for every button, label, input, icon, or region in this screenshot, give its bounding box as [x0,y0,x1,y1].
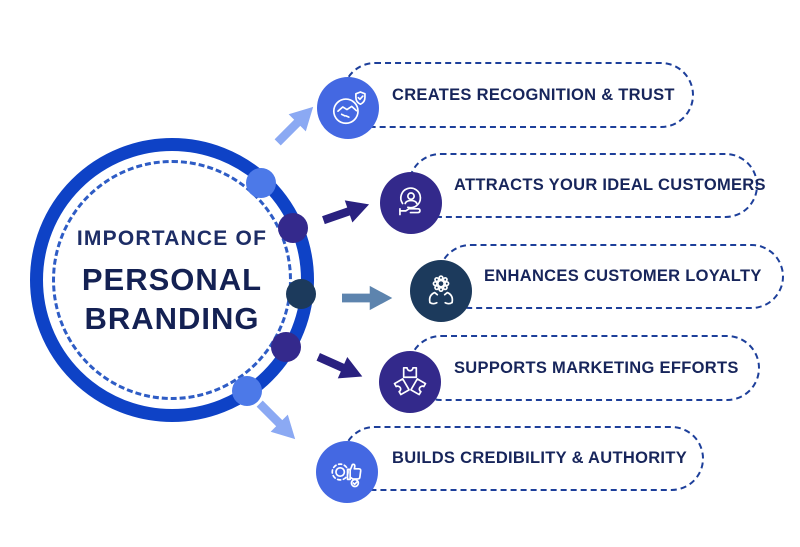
benefit-pill-ideal-customers: ATTRACTS YOUR IDEAL CUSTOMERS [408,153,766,218]
benefit-pill-customer-loyalty: ENHANCES CUSTOMER LOYALTY [438,244,784,309]
hands-holding-gear-icon [410,260,472,322]
benefit-pill-recognition-trust: CREATES RECOGNITION & TRUST [342,62,694,128]
benefit-label: SUPPORTS MARKETING EFFORTS [454,358,739,377]
hub-dashed-circle [52,160,292,400]
benefit-label: CREATES RECOGNITION & TRUST [392,85,675,104]
connector-arrow-down-right-icon [248,392,307,451]
spoke-dot-3 [286,279,316,309]
hub-title: IMPORTANCE OF PERSONAL BRANDING [47,227,297,338]
connector-arrow-upper-icon [318,190,375,235]
hub-title-line-branding: BRANDING [84,301,260,336]
benefit-label: ATTRACTS YOUR IDEAL CUSTOMERS [454,176,766,194]
benefit-label: ENHANCES CUSTOMER LOYALTY [484,267,762,285]
hub-title-kicker: IMPORTANCE OF [76,227,268,250]
benefit-pill-credibility-authority: BUILDS CREDIBILITY & AUTHORITY [342,426,704,491]
hub-title-line-personal: PERSONAL [81,262,263,297]
thumbs-up-gear-icon [316,441,378,503]
spoke-dot-2 [278,213,308,243]
connector-arrow-right-icon [342,283,394,313]
handshake-shield-icon [317,77,379,139]
spoke-dot-1 [246,168,276,198]
connector-arrow-lower-icon [312,343,370,391]
benefit-label: BUILDS CREDIBILITY & AUTHORITY [392,449,688,467]
connector-arrow-up-right-icon [266,94,325,153]
puzzle-pieces-icon [379,351,441,413]
benefit-pill-marketing-efforts: SUPPORTS MARKETING EFFORTS [408,335,760,401]
customer-in-hand-icon [380,172,442,234]
spoke-dot-4 [271,332,301,362]
spoke-dot-5 [232,376,262,406]
